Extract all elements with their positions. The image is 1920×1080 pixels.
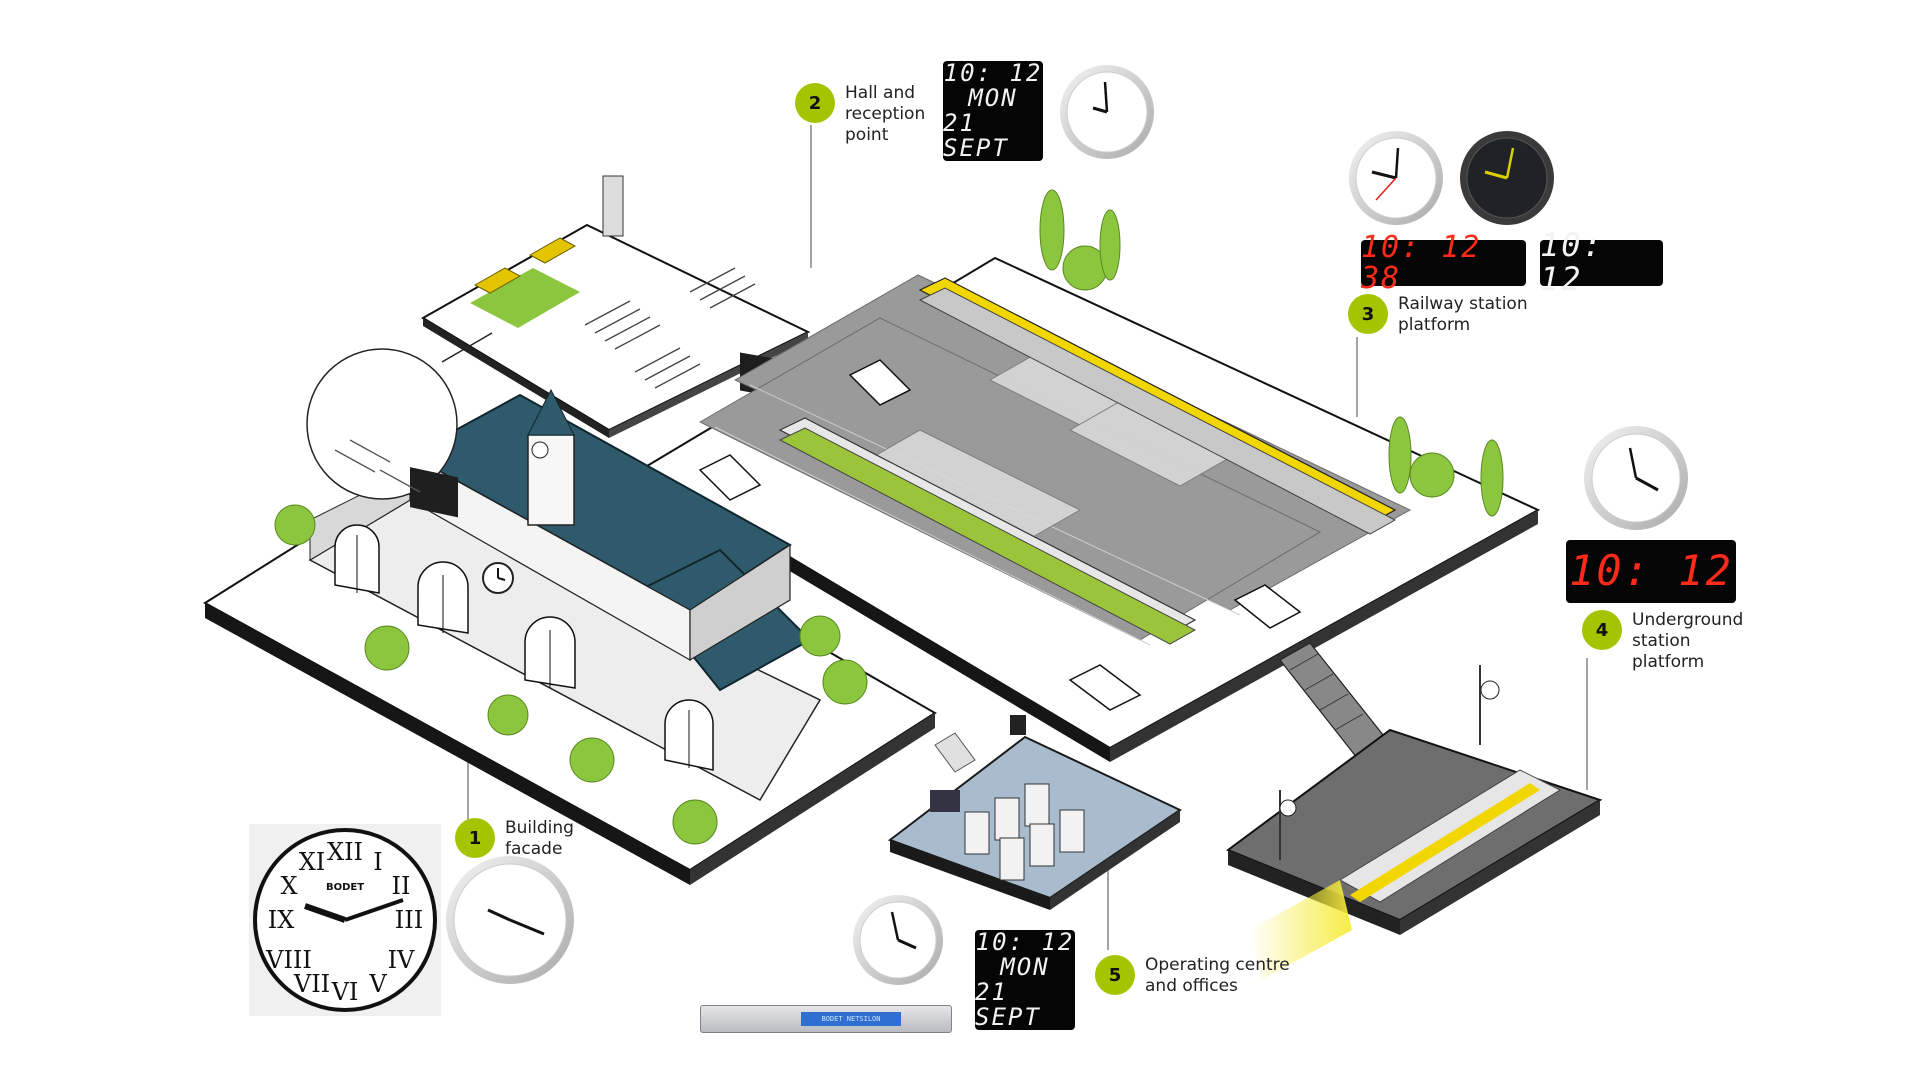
- underground-digital-display: 10: 12: [1566, 540, 1736, 603]
- operating-display-day: MON: [1000, 952, 1050, 981]
- facade-analog-clock: [446, 856, 574, 984]
- hall-analog-clock: [1060, 65, 1154, 159]
- callout-badge: 3: [1348, 294, 1388, 334]
- callout-label: Hall and reception point: [845, 83, 926, 145]
- platform-time-display: 10: 12: [1540, 229, 1663, 296]
- svg-text:XII: XII: [327, 838, 363, 866]
- train-icon: [778, 277, 1397, 645]
- svg-text:VII: VII: [293, 970, 330, 998]
- svg-text:V: V: [368, 970, 387, 998]
- platform-analog-clock-dark: [1460, 131, 1554, 225]
- callout-badge: 1: [455, 818, 495, 858]
- callout-badge: 5: [1095, 955, 1135, 995]
- callout-label: Railway station platform: [1398, 294, 1528, 335]
- svg-text:IV: IV: [388, 946, 415, 974]
- callout-operating-centre: 5 Operating centre and offices: [1095, 955, 1290, 997]
- hall-display-day: MON: [968, 83, 1018, 112]
- svg-text:II: II: [392, 872, 411, 900]
- callout-railway-platform: 3 Railway station platform: [1348, 294, 1528, 336]
- platform-seconds-display: 10: 12 38: [1361, 231, 1526, 294]
- operating-display-time: 10: 12: [975, 927, 1075, 956]
- platform-time: 10: 12: [1540, 226, 1604, 298]
- rack-display: BODET NETSILON: [801, 1012, 901, 1026]
- callout-badge: 2: [795, 83, 835, 123]
- underground-time: 10: 12: [1569, 546, 1733, 596]
- zoom-connector: [441, 332, 493, 363]
- callout-label: Building facade: [505, 818, 574, 859]
- clock-brand-label: BODET: [326, 882, 364, 893]
- operating-centre: [887, 715, 1183, 910]
- waiting-room-zoom: [306, 348, 458, 518]
- clock-icon: [531, 441, 549, 459]
- station-building: [308, 388, 822, 801]
- svg-text:I: I: [373, 848, 382, 876]
- operating-display-date: 21 SEPT: [975, 978, 1041, 1032]
- operating-analog-clock: [853, 895, 943, 985]
- callout-building-facade: 1 Building facade: [455, 818, 574, 860]
- platform-seconds-time: 10: 12 38: [1361, 229, 1482, 296]
- callout-hall-reception: 2 Hall and reception point: [795, 83, 925, 146]
- hall-digital-display: 10: 12 MON 21 SEPT: [943, 58, 1043, 163]
- clock-icon: [1279, 799, 1297, 817]
- tree-icon: [274, 189, 1504, 845]
- hall-display-date: 21 SEPT: [943, 109, 1009, 163]
- master-clock-rack: BODET NETSILON: [700, 1005, 952, 1033]
- svg-text:IX: IX: [268, 906, 295, 934]
- platform-analog-clock-white: [1349, 131, 1443, 225]
- svg-text:VI: VI: [331, 978, 359, 1006]
- svg-text:III: III: [395, 906, 423, 934]
- svg-text:VIII: VIII: [265, 946, 312, 974]
- svg-text:XI: XI: [299, 848, 326, 876]
- operating-digital-display: 10: 12 MON 21 SEPT: [975, 927, 1075, 1032]
- callout-underground-platform: 4 Underground station platform: [1582, 610, 1743, 673]
- underground-platform: [1225, 665, 1603, 980]
- callout-badge: 4: [1582, 610, 1622, 650]
- callout-label: Underground station platform: [1632, 610, 1744, 672]
- clock-icon: [1480, 680, 1500, 700]
- svg-text:X: X: [280, 872, 297, 900]
- callout-label: Operating centre and offices: [1145, 955, 1290, 996]
- underground-analog-clock: [1584, 426, 1688, 530]
- hall-display-time: 10: 12: [943, 58, 1043, 87]
